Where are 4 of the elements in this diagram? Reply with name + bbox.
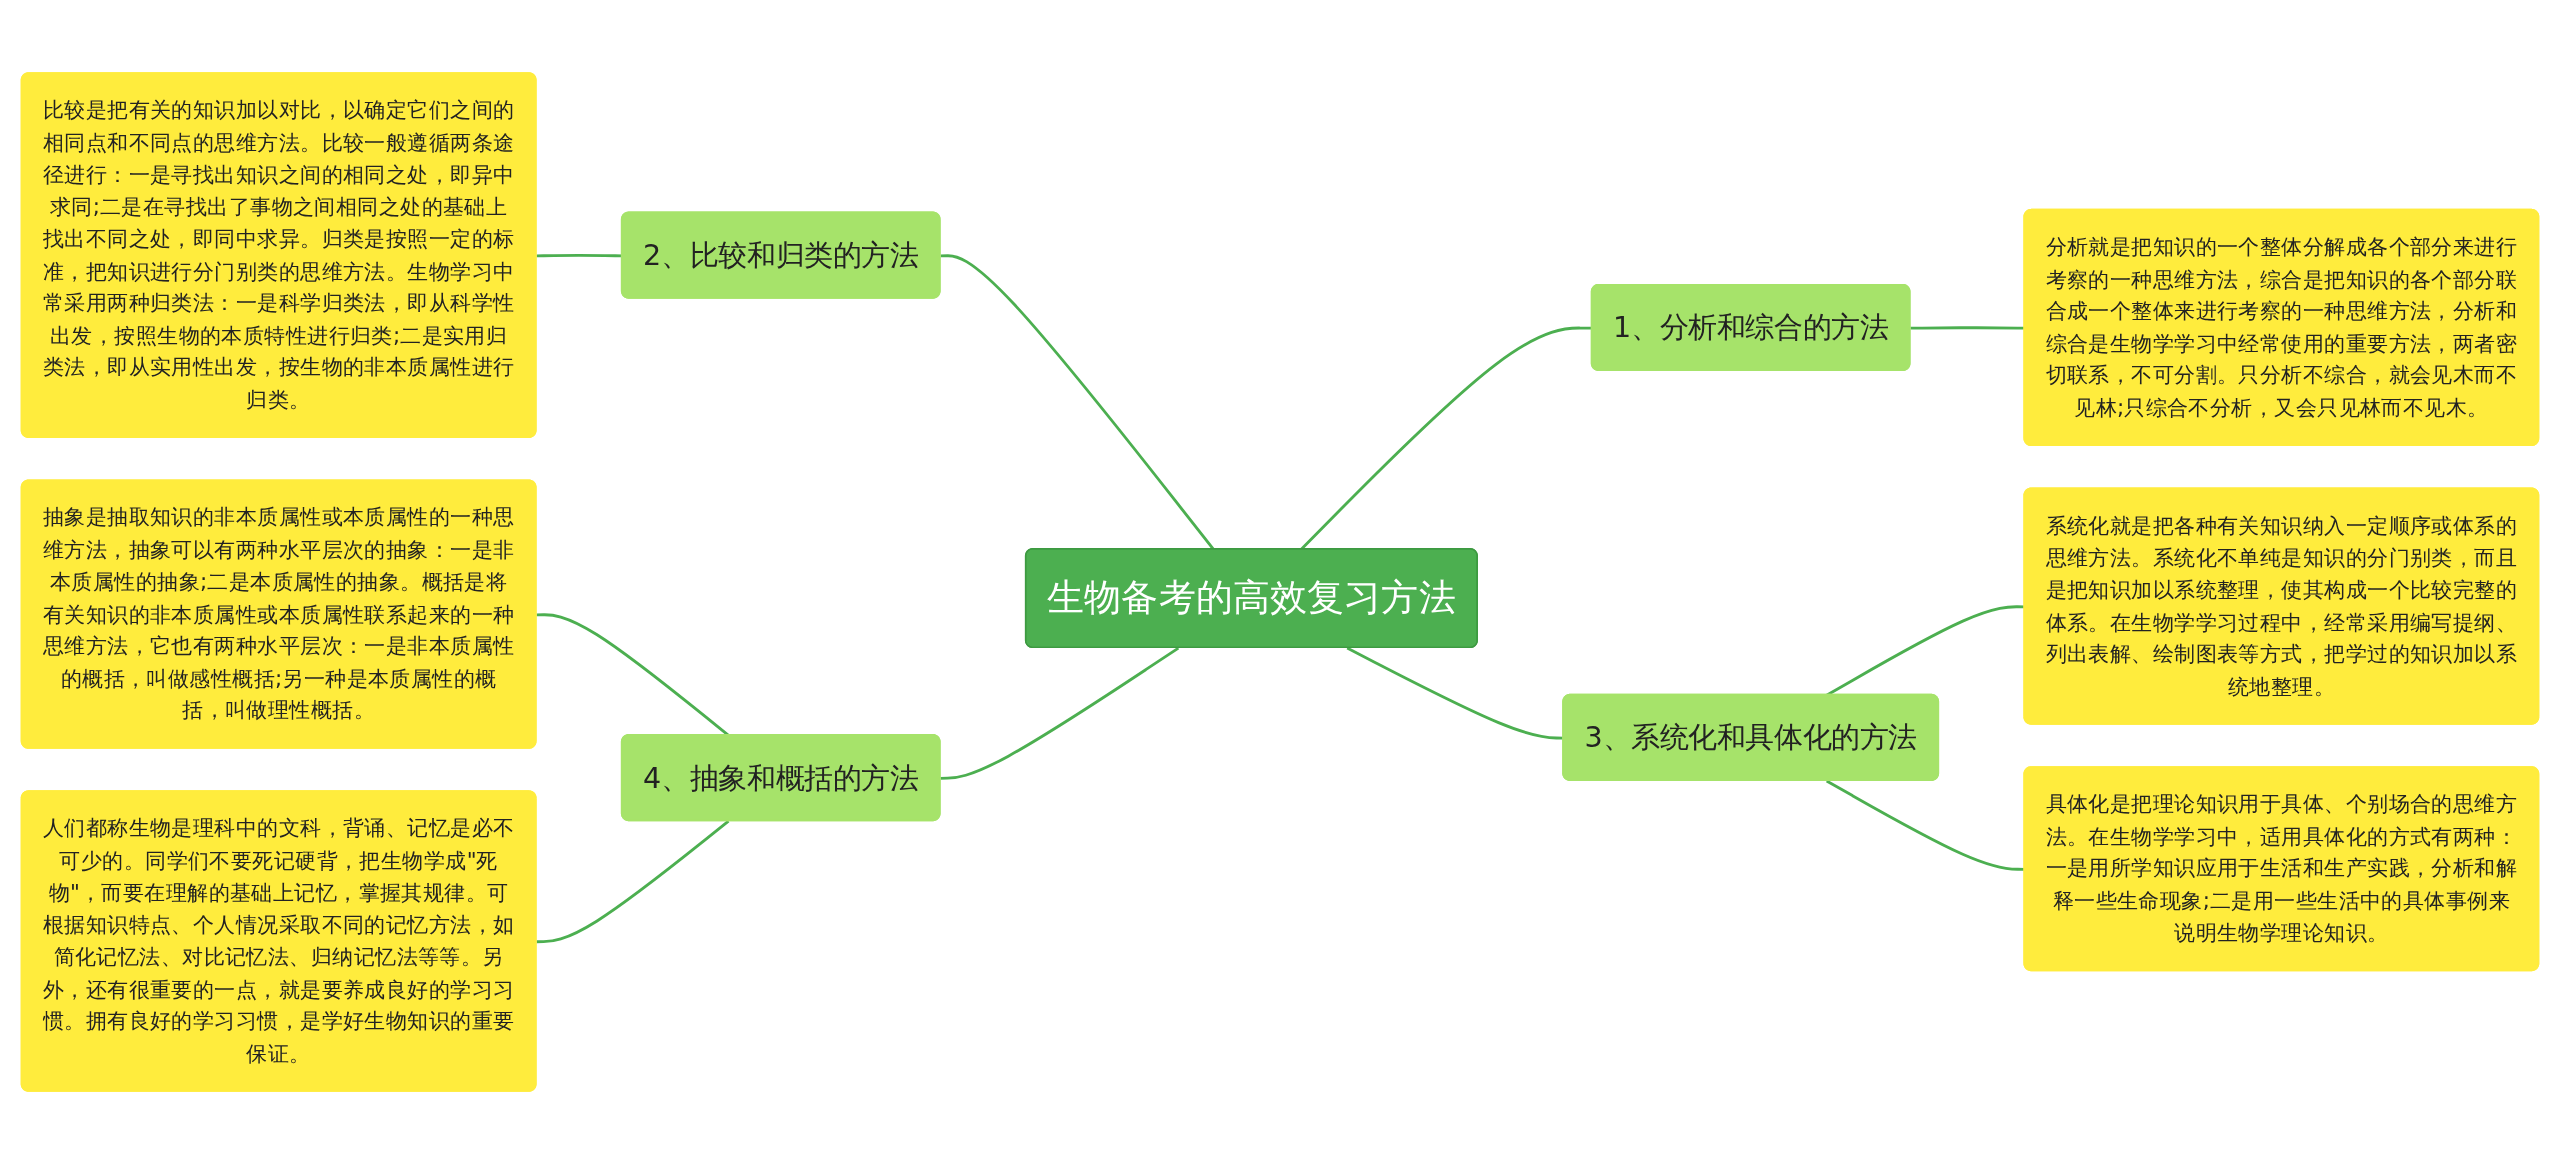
connector	[940, 646, 1180, 780]
connector	[1825, 779, 2025, 871]
connector	[1910, 326, 2025, 330]
connector	[536, 820, 730, 944]
